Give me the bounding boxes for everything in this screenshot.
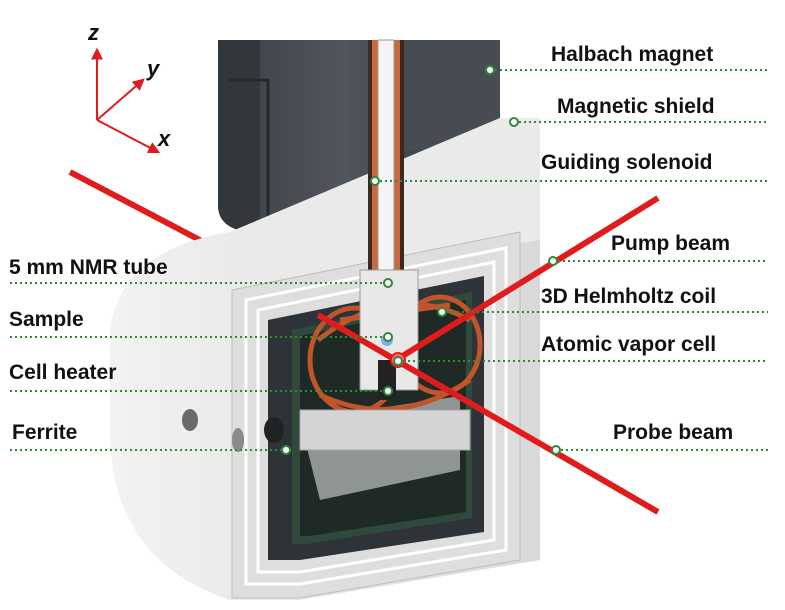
label-sample: Sample xyxy=(9,308,84,331)
label-probe-beam: Probe beam xyxy=(613,421,734,444)
label-magnetic-shield: Magnetic shield xyxy=(557,95,715,118)
label-helmholtz-coil: 3D Helmholtz coil xyxy=(541,285,717,308)
leader-endpoints xyxy=(281,65,561,455)
coordinate-axes xyxy=(91,47,161,154)
label-atomic-vapor-cell: Atomic vapor cell xyxy=(541,333,717,356)
z-axis-label: z xyxy=(88,20,99,45)
x-axis-label: x xyxy=(158,126,171,151)
probe-beam xyxy=(316,312,660,515)
leader-lines xyxy=(10,69,768,451)
label-cell-heater: Cell heater xyxy=(9,361,117,384)
label-ferrite: Ferrite xyxy=(12,421,78,444)
label-nmr-tube: 5 mm NMR tube xyxy=(9,256,168,279)
label-halbach-magnet: Halbach magnet xyxy=(551,43,714,66)
x-axis-arrow xyxy=(96,119,161,154)
label-guiding-solenoid: Guiding solenoid xyxy=(541,151,713,174)
y-axis-arrow xyxy=(96,78,145,121)
beam-left-segment xyxy=(68,169,217,251)
pump-beam xyxy=(394,195,660,363)
label-pump-beam: Pump beam xyxy=(611,232,731,255)
y-axis-label: y xyxy=(147,56,160,81)
